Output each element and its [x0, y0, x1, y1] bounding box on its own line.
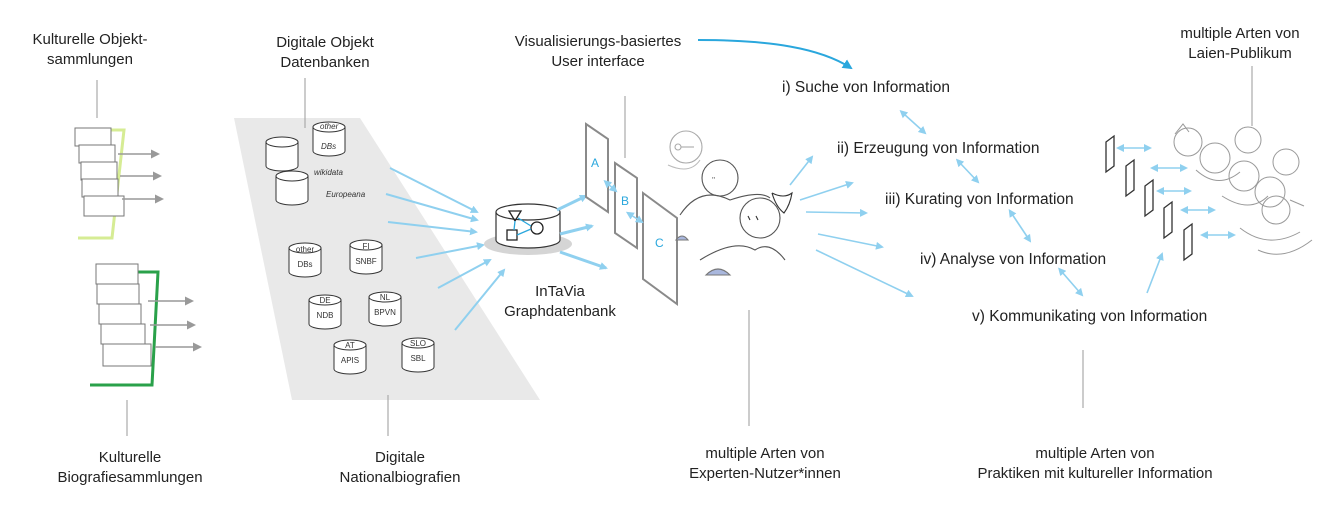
step-analysis: iv) Analyse von Information: [920, 251, 1107, 268]
label-line: InTaVia: [535, 283, 585, 300]
label-line: Praktiken mit kultureller Information: [977, 465, 1213, 482]
label-digital-object-databases: Digitale Objekt Datenbanken: [250, 33, 400, 73]
database-band: [234, 118, 540, 400]
label-line: Kulturelle Objekt-: [32, 31, 148, 48]
leader-lines: [96, 66, 1253, 436]
label-line: Digitale: [374, 449, 426, 466]
label-lay-audience: multiple Arten von Laien-Publikum: [1150, 24, 1330, 64]
db-arrows: [385, 167, 506, 331]
biography-collections-icon: [90, 263, 202, 387]
bio-db-de: DE NDB: [309, 296, 341, 320]
svg-text:'': '': [712, 176, 716, 185]
label-visualization-ui: Visualisierungs-basiertes User interface: [492, 32, 704, 72]
bio-db-code: SLO: [409, 339, 426, 348]
label-line: Biografiesammlungen: [57, 469, 203, 486]
audience-crowd-sketch: [1173, 123, 1313, 255]
panel-label-c: C: [655, 236, 664, 250]
label-line: Experten-Nutzer*innen: [689, 465, 841, 482]
bio-db-name: NDB: [316, 311, 334, 320]
bio-db-code: FI: [362, 242, 370, 251]
label-line: User interface: [551, 53, 645, 70]
bio-db-fi: FI SNBF: [350, 242, 382, 266]
db-label-wikidata: wikidata: [314, 168, 343, 177]
audience-arrows: [1116, 144, 1236, 239]
bio-db-name: SBL: [410, 354, 426, 363]
object-collections-icon: [74, 127, 164, 240]
label-line: Nationalbiografien: [339, 469, 461, 486]
object-db-cylinders: [265, 121, 346, 206]
bio-db-nl: NL BPVN: [369, 293, 401, 317]
panel-label-b: B: [621, 194, 630, 208]
bio-db-code: other: [295, 245, 315, 254]
step-communication: v) Kommunikating von Information: [972, 308, 1208, 325]
step-creation: ii) Erzeugung von Information: [837, 140, 1040, 157]
label-cultural-biography-collections: Kulturelle Biografiesammlungen: [45, 448, 215, 488]
label-line: multiple Arten von: [705, 445, 825, 462]
bio-db-code: DE: [319, 296, 331, 305]
label-line: Datenbanken: [280, 54, 370, 71]
step-curation: iii) Kurating von Information: [885, 191, 1074, 208]
audience-screens: [1105, 134, 1193, 262]
ui-panels: [585, 122, 678, 306]
step-link-arrows: [899, 109, 1164, 297]
db-label-europeana: Europeana: [326, 190, 366, 199]
bio-db-name: BPVN: [374, 308, 396, 317]
label-digital-national-biographies: Digitale Nationalbiografien: [325, 448, 475, 488]
db-label-dbs: DBs: [321, 142, 337, 151]
label-line: multiple Arten von: [1035, 445, 1155, 462]
bio-db-code: NL: [379, 293, 391, 302]
ui-curved-arrow: [697, 39, 853, 70]
step-search: i) Suche von Information: [782, 79, 951, 96]
label-practices: multiple Arten von Praktiken mit kulture…: [950, 444, 1240, 484]
bio-db-other: other DBs: [289, 245, 321, 269]
label-line: Laien-Publikum: [1188, 45, 1292, 62]
label-line: multiple Arten von: [1180, 25, 1300, 42]
label-line: Digitale Objekt: [276, 34, 374, 51]
label-line: Kulturelle: [98, 449, 162, 466]
step-arrows: [789, 155, 914, 298]
intavia-arrows: [556, 194, 608, 270]
label-line: Graphdatenbank: [504, 303, 616, 320]
db-label-other: other: [320, 122, 339, 131]
bio-db-name: APIS: [340, 356, 360, 365]
bio-db-cylinders: [288, 239, 435, 375]
label-intavia-graph-db: InTaVia Graphdatenbank: [490, 282, 630, 322]
label-expert-users: multiple Arten von Experten-Nutzer*innen: [665, 444, 865, 484]
bio-db-at: AT APIS: [334, 341, 366, 365]
bio-db-slo: SLO SBL: [402, 339, 434, 363]
bio-db-name: SNBF: [355, 257, 377, 266]
panel-label-a: A: [591, 156, 600, 170]
intavia-db-icon: [484, 203, 572, 255]
label-line: Visualisierungs-basiertes: [514, 33, 682, 50]
bio-db-name: DBs: [297, 260, 313, 269]
expert-users-sketch: '': [667, 130, 793, 276]
bio-db-code: AT: [345, 341, 355, 350]
label-cultural-object-collections: Kulturelle Objekt- sammlungen: [10, 30, 170, 70]
label-line: sammlungen: [47, 51, 133, 68]
